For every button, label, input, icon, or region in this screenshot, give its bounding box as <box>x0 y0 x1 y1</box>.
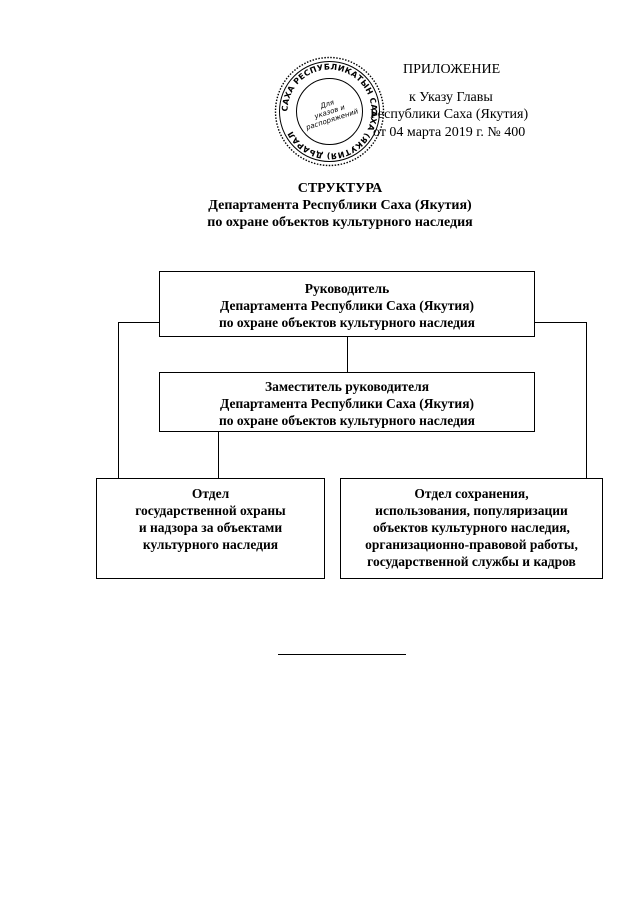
head-box: Руководитель Департамента Республики Сах… <box>159 271 535 337</box>
heading-line-2: Департамента Республики Саха (Якутия) <box>208 198 472 213</box>
dept-protection-line-3: и надзора за объектами <box>138 520 283 535</box>
heading-line-3: по охране объектов культурного наследия <box>207 215 473 230</box>
annex-line-2: Республики Саха (Якутия) <box>370 107 529 122</box>
connector-head-deputy <box>347 337 348 372</box>
dept-preservation-box: Отдел сохранения, использования, популяр… <box>340 478 603 579</box>
dept-preservation-line-1: Отдел сохранения, <box>414 486 529 501</box>
connector-deputy-dept1 <box>218 432 219 478</box>
connector-left-vertical <box>118 322 119 478</box>
annex-line-1: к Указу Главы <box>409 90 493 105</box>
deputy-box: Заместитель руководителя Департамента Ре… <box>159 372 535 432</box>
dept-protection-line-4: культурного наследия <box>142 537 279 552</box>
document-heading: СТРУКТУРА Департамента Республики Саха (… <box>160 180 520 231</box>
deputy-line-1: Заместитель руководителя <box>264 379 430 394</box>
dept-protection-line-2: государственной охраны <box>135 503 286 518</box>
dept-protection-box: Отдел государственной охраны и надзора з… <box>96 478 325 579</box>
dept-preservation-line-3: объектов культурного наследия, <box>373 520 570 535</box>
connector-left-horizontal <box>118 322 159 323</box>
dept-protection-line-1: Отдел <box>191 486 230 501</box>
annex-line-3: от 04 марта 2019 г. № 400 <box>373 125 526 140</box>
head-line-3: по охране объектов культурного наследия <box>219 315 475 330</box>
heading-line-1: СТРУКТУРА <box>297 181 383 196</box>
official-seal: САХА РЕСПУБЛИКАТЫН СААХА (ЯКУТИЯ) ДЬАРАЛ… <box>274 56 385 167</box>
connector-right-horizontal <box>535 322 587 323</box>
deputy-line-2: Департамента Республики Саха (Якутия) <box>220 396 474 411</box>
dept-preservation-line-4: организационно-правовой работы, <box>365 537 578 552</box>
deputy-line-3: по охране объектов культурного наследия <box>219 413 475 428</box>
dept-preservation-line-2: использования, популяризации <box>375 503 568 518</box>
closing-rule <box>278 654 406 655</box>
head-line-1: Руководитель <box>304 281 390 296</box>
head-line-2: Департамента Республики Саха (Якутия) <box>220 298 474 313</box>
dept-preservation-line-5: государственной службы и кадров <box>367 554 576 569</box>
annex-title: ПРИЛОЖЕНИЕ <box>403 62 501 77</box>
connector-right-vertical <box>586 322 587 478</box>
